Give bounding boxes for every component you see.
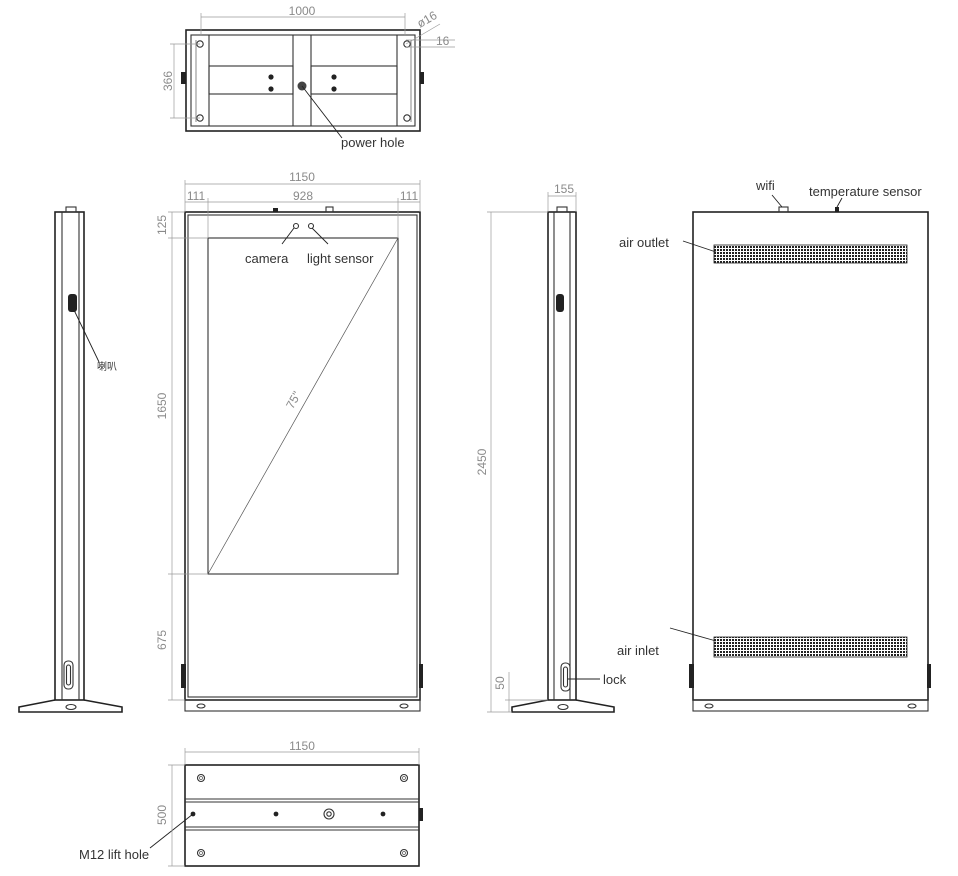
right-margin-dimension: 111 <box>400 189 419 203</box>
light-sensor-label: light sensor <box>307 251 374 266</box>
hole-diameter-dimension: ø16 <box>415 8 440 31</box>
air-outlet-label: air outlet <box>619 235 669 250</box>
camera-icon <box>292 222 300 230</box>
total-height-dimension: 2450 <box>475 448 489 475</box>
base-height-dimension: 50 <box>493 676 507 690</box>
air-outlet-vent <box>713 244 908 264</box>
screen-width-dimension: 928 <box>293 189 313 203</box>
camera-label: camera <box>245 251 289 266</box>
right-side-view <box>487 192 615 713</box>
top-width-dimension: 1000 <box>289 4 316 18</box>
top-depth-dimension: 366 <box>161 71 175 91</box>
air-inlet-label: air inlet <box>617 643 659 658</box>
front-width-dimension: 1150 <box>289 170 315 184</box>
wifi-label: wifi <box>755 178 775 193</box>
top-margin-dimension: 125 <box>155 215 169 235</box>
side-depth-dimension: 155 <box>554 182 574 196</box>
left-margin-dimension: 111 <box>187 189 206 203</box>
temperature-sensor-icon <box>835 207 839 212</box>
front-view <box>168 180 423 712</box>
air-inlet-vent <box>713 636 908 658</box>
top-view <box>170 13 455 139</box>
power-hole-label: power hole <box>341 135 405 150</box>
hole-offset-dimension: 16 <box>436 34 450 48</box>
temperature-sensor-label: temperature sensor <box>809 184 922 199</box>
bottom-width-dimension: 1150 <box>289 739 315 753</box>
bottom-view <box>149 748 423 867</box>
lift-hole-label: M12 lift hole <box>79 847 149 862</box>
screen-height-dimension: 1650 <box>155 392 169 419</box>
diagonal-dimension: 75" <box>283 389 304 411</box>
wifi-icon <box>778 206 789 213</box>
bottom-depth-dimension: 500 <box>155 805 169 825</box>
left-side-view <box>18 206 123 713</box>
back-view <box>669 194 931 712</box>
bottom-margin-dimension: 675 <box>155 630 169 650</box>
lock-label: lock <box>603 672 627 687</box>
light-sensor-icon <box>307 222 315 230</box>
speaker-label: 喇叭 <box>97 361 117 373</box>
